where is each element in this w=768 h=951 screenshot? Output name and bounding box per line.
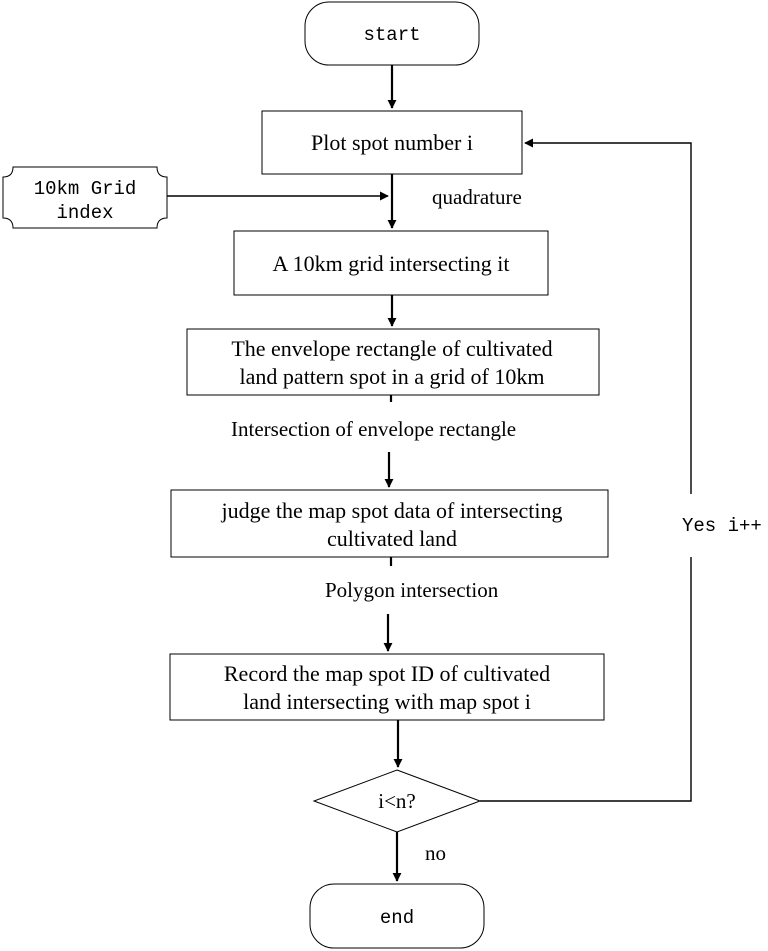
judge-box: judge the map spot data of intersecting … (170, 489, 609, 558)
grid-index-label-line2: index (56, 202, 113, 224)
envelope-label-line1: The envelope rectangle of cultivated (231, 336, 552, 361)
decision-label: i<n? (378, 789, 416, 813)
loop-back-arrow (524, 138, 692, 494)
start-label: start (363, 24, 420, 46)
start-terminal: start (304, 1, 480, 66)
end-label: end (380, 907, 414, 929)
quadrature-label: quadrature (432, 185, 522, 209)
plot-spot-label: Plot spot number i (311, 130, 473, 155)
grid-index-box: 10km Grid index (2, 166, 168, 229)
judge-label-line1: judge the map spot data of intersecting (221, 498, 563, 523)
grid-index-label-line1: 10km Grid (34, 178, 137, 200)
loop-label: Yes i++ (682, 515, 762, 537)
judge-label-line2: cultivated land (327, 526, 457, 551)
envelope-intersection-label: Intersection of envelope rectangle (231, 417, 516, 441)
envelope-label-line2: land pattern spot in a grid of 10km (240, 364, 545, 389)
exit-label: no (425, 841, 446, 865)
record-label-line1: Record the map spot ID of cultivated (224, 661, 550, 686)
grid-intersect-box: A 10km grid intersecting it (233, 230, 549, 296)
polygon-intersection-label: Polygon intersection (325, 578, 499, 602)
end-terminal: end (309, 883, 485, 949)
record-box: Record the map spot ID of cultivated lan… (169, 653, 605, 721)
envelope-box: The envelope rectangle of cultivated lan… (186, 328, 600, 396)
plot-spot-box: Plot spot number i (261, 110, 523, 175)
grid-intersect-label: A 10km grid intersecting it (272, 251, 509, 276)
decision-diamond: i<n? (312, 769, 482, 833)
loop-back-connector (480, 557, 692, 802)
record-label-line2: land intersecting with map spot i (243, 689, 531, 714)
